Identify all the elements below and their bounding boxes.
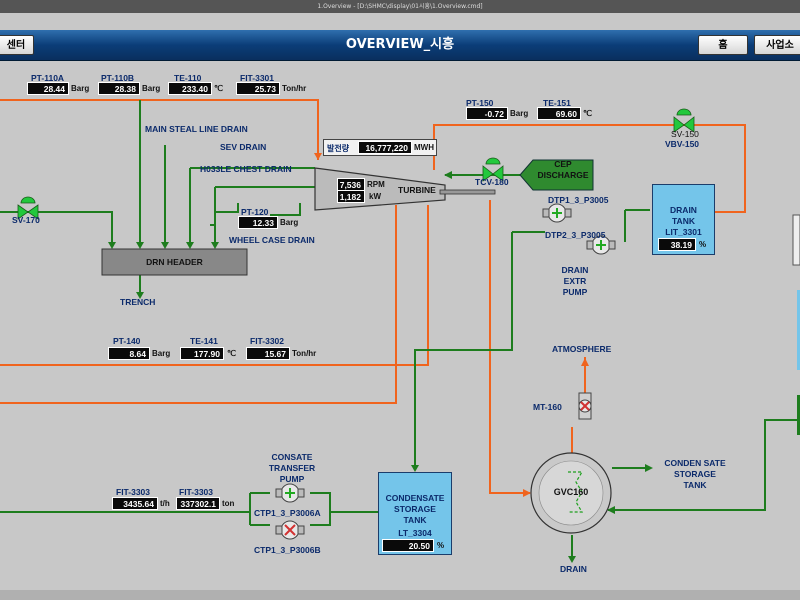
turbine-kw-value: 1,182 (337, 190, 365, 203)
green-pipes (0, 100, 800, 560)
fit3303b-unit: ton (222, 499, 235, 508)
pt110b-tag: PT-110B (101, 73, 135, 83)
ctp1-label: CTP1_3_P3006A (254, 508, 321, 518)
te151-unit: ℃ (583, 109, 592, 118)
te151-tag: TE-151 (543, 98, 571, 108)
sv170-valve (17, 196, 39, 220)
generation-unit: MWH (414, 143, 434, 152)
pump-dtp1 (542, 203, 572, 223)
fit3303a-unit: t/h (160, 499, 170, 508)
fit3303b-value: 337302.1 (176, 497, 220, 510)
home-button[interactable]: 홈 (698, 35, 748, 55)
gvc160-label: GVC160 (553, 487, 589, 497)
te110-value: 233.40 (168, 82, 212, 95)
te110-tag: TE-110 (174, 73, 202, 83)
pt110a-unit: Barg (71, 84, 90, 93)
fit3303a-value: 3435.64 (112, 497, 158, 510)
pt140-tag: PT-140 (113, 336, 141, 346)
sv170-label: SV-170 (12, 215, 40, 225)
drain-tank-unit: % (699, 240, 707, 249)
chest-drain-label: H033LE CHEST DRAIN (200, 164, 292, 174)
mt160-valve (578, 392, 592, 420)
fit3302-tag: FIT-3302 (250, 336, 285, 346)
drain-tank-title: DRAIN TANK (670, 205, 697, 226)
window-titlebar: 1.Overview - [D:\SHMC\display\01시흥\1.Ove… (0, 0, 800, 13)
dtp2-label: DTP2_3_P3005 (545, 230, 606, 240)
atmosphere-label: ATMOSPHERE (552, 344, 612, 354)
sv150-valve (673, 108, 695, 133)
wheel-case-drain-label: WHEEL CASE DRAIN (229, 235, 315, 245)
condensate-storage-tank[interactable]: CONDENSATE STORAGE TANK LT_3304 20.50 % (378, 472, 452, 555)
fit3302-unit: Ton/hr (292, 349, 317, 358)
sev-drain-label: SEV DRAIN (220, 142, 267, 152)
ctp2-label: CTP1_3_P3006B (254, 545, 321, 555)
fit3303a-tag: FIT-3303 (116, 487, 151, 497)
transfer-pump-label: CONSATE TRANSFER PUMP (268, 452, 316, 484)
center-button[interactable]: 센터 (0, 35, 34, 55)
fit3303b-tag: FIT-3303 (179, 487, 214, 497)
dtp1-label: DTP1_3_P3005 (548, 195, 609, 205)
cond-tank-title: CONDENSATE STORAGE TANK (385, 493, 445, 525)
fit3301-tag: FIT-3301 (240, 73, 275, 83)
header-bar: 센터 OVERVIEW_시흥 홈 사업소 (0, 30, 800, 61)
bottom-bar (0, 590, 800, 600)
turbine-rpm-unit: RPM (367, 180, 385, 189)
pt150-unit: Barg (510, 109, 529, 118)
te110-unit: ℃ (214, 84, 223, 93)
orange-pipes (0, 99, 746, 494)
generation-box: 발전량 16,777,220 MWH (323, 139, 437, 156)
pt140-value: 8.64 (108, 347, 150, 360)
pt150-tag: PT-150 (466, 98, 494, 108)
pump-ctp1 (275, 483, 305, 503)
generation-label: 발전량 (327, 144, 350, 153)
pt110a-tag: PT-110A (31, 73, 65, 83)
pt110b-value: 28.38 (98, 82, 140, 95)
tcv180-label: TCV-180 (475, 177, 509, 187)
cep-discharge-shape (519, 159, 594, 191)
turbine-shaft (439, 189, 496, 195)
cep-discharge-label: CEP DISCHARGE (537, 159, 589, 180)
cond-tank-unit: % (437, 541, 445, 550)
cond-tank-level: 20.50 (382, 539, 434, 552)
condensate-storage-label: CONDEN SATE STORAGE TANK (664, 458, 726, 490)
site-button[interactable]: 사업소 (754, 35, 800, 55)
pt150-value: -0.72 (466, 107, 508, 120)
generation-value: 16,777,220 (358, 141, 412, 154)
drain-label: DRAIN (560, 564, 587, 574)
green-arrows (108, 171, 653, 563)
pt110a-value: 28.44 (27, 82, 69, 95)
trench-label: TRENCH (120, 297, 156, 307)
te141-unit: ℃ (227, 349, 236, 358)
pump-ctp2 (275, 520, 305, 540)
te141-tag: TE-141 (190, 336, 218, 346)
page-title: OVERVIEW_시흥 (345, 37, 455, 52)
drn-header-body (101, 248, 248, 276)
te151-value: 69.60 (537, 107, 581, 120)
drain-tank-tag: LIT_3301 (665, 227, 702, 237)
mt160-label: MT-160 (533, 402, 562, 412)
fit3302-value: 15.67 (246, 347, 290, 360)
main-steal-line-label: MAIN STEAL LINE DRAIN (145, 124, 248, 134)
cond-tank-tag: LT_3304 (398, 528, 432, 538)
orange-arrows (314, 153, 589, 497)
drn-header-label: DRN HEADER (146, 257, 203, 267)
pump-dtp2 (586, 235, 616, 255)
pt140-unit: Barg (152, 349, 171, 358)
turbine-kw-unit: kW (369, 192, 381, 201)
drain-tank[interactable]: DRAIN TANK LIT_3301 38.19 % (652, 184, 715, 255)
tcv180-valve (482, 157, 504, 182)
drain-extr-pump-label: DRAIN EXTR PUMP (561, 265, 589, 297)
pt120-value: 12.33 (238, 216, 278, 229)
turbine-label: TURBINE (398, 185, 436, 195)
fit3301-unit: Ton/hr (282, 84, 307, 93)
pt120-tag: PT-120 (241, 207, 269, 217)
te141-value: 177.90 (180, 347, 224, 360)
fit3301-value: 25.73 (236, 82, 280, 95)
vbv150-label: VBV-150 (665, 139, 700, 149)
drain-tank-level: 38.19 (658, 238, 696, 251)
pt120-unit: Barg (280, 218, 299, 227)
sv150-label: SV-150 (671, 129, 699, 139)
pt110b-unit: Barg (142, 84, 161, 93)
